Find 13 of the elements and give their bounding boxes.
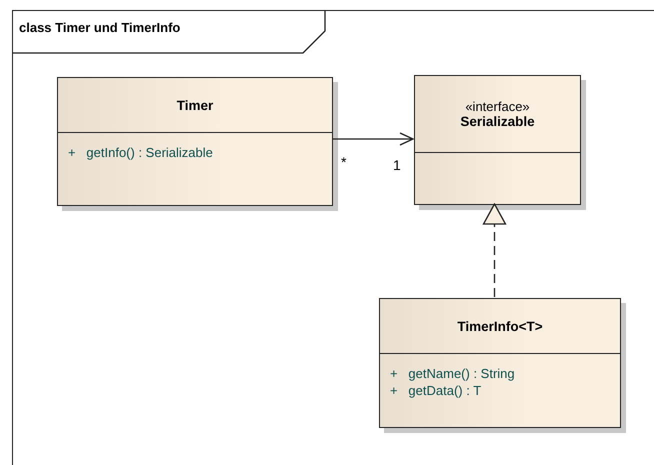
operation: + getInfo() : Serializable (68, 145, 213, 160)
class-name: Timer (176, 98, 214, 112)
realization-arrow (482, 203, 506, 297)
multiplicity-label: * (341, 154, 346, 170)
association-arrow (332, 132, 414, 146)
diagram-frame (12, 10, 654, 465)
class-name: TimerInfo<T> (457, 318, 543, 334)
stereotype: «interface» (465, 99, 530, 114)
class-name: Serializable (460, 114, 535, 129)
operation: + getData() : T (390, 383, 482, 398)
frame-title: class Timer und TimerInfo (19, 20, 180, 35)
multiplicity-label: 1 (393, 157, 401, 173)
operation: + getName() : String (390, 366, 515, 381)
